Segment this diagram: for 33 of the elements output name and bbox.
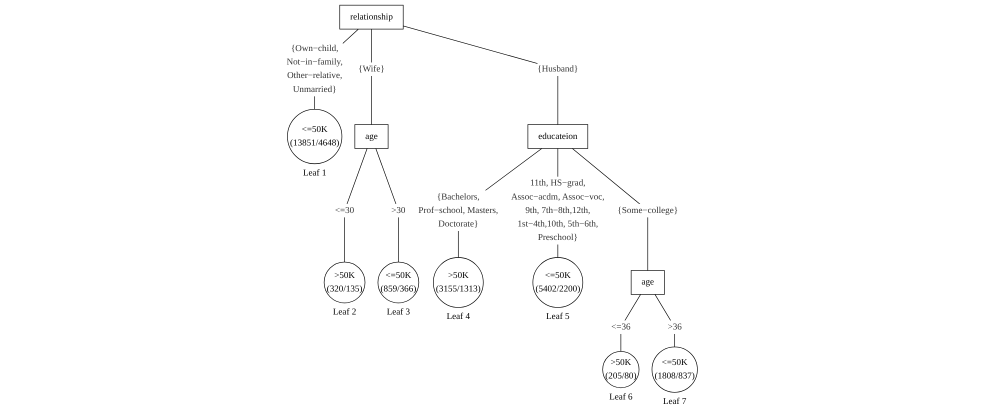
edge-label: >30 (391, 206, 406, 216)
leaf-caption: Leaf 4 (446, 311, 470, 322)
node-box: relationship (339, 4, 404, 30)
leaf-caption: Leaf 5 (546, 311, 570, 322)
edge-label: <=36 (611, 322, 631, 332)
leaf-caption: Leaf 1 (303, 167, 326, 178)
leaf-caption: Leaf 2 (332, 306, 356, 317)
node-circle: >50K (3155/1313) (433, 257, 484, 308)
node-circle: <=50K (13851/4648) (287, 108, 342, 164)
connector (654, 294, 675, 348)
edge-label: <=30 (334, 206, 354, 216)
leaf-caption: Leaf 7 (663, 396, 686, 406)
edge-label: {Some−college} (618, 206, 678, 216)
node-circle: >50K (320/135) (324, 262, 366, 304)
connector (376, 148, 399, 262)
node-circle: <=50K (1808/837) (652, 346, 698, 393)
node-box: educateion (528, 124, 588, 149)
edge-label: {Husband} (537, 64, 578, 74)
leaf-caption: Leaf 3 (386, 306, 410, 317)
connector (344, 148, 368, 262)
edge-label: >36 (668, 322, 682, 332)
node-circle: <=50K (859/366) (378, 262, 420, 304)
connector (620, 294, 641, 352)
node-circle: >50K (205/80) (602, 351, 640, 388)
edge-label: {Wife} (358, 64, 385, 74)
edge-label: {Own−child, Not−in−family, Other−relative, Unmarried} (286, 44, 343, 94)
connector (572, 148, 648, 271)
node-circle: <=50K (5402/2200) (532, 257, 584, 308)
edge-label: 11th, HS−grad, Assoc−acdm, Assoc−voc, 9th, 7th−8th,12th, 1st−4th,10th, 5th−6th, Preschool} (511, 178, 605, 243)
leaf-caption: Leaf 6 (609, 391, 633, 402)
node-box: age (630, 270, 665, 295)
edge-label: {Bachelors, Prof−school, Masters, Doctorate} (418, 192, 498, 230)
node-box: age (354, 124, 388, 149)
